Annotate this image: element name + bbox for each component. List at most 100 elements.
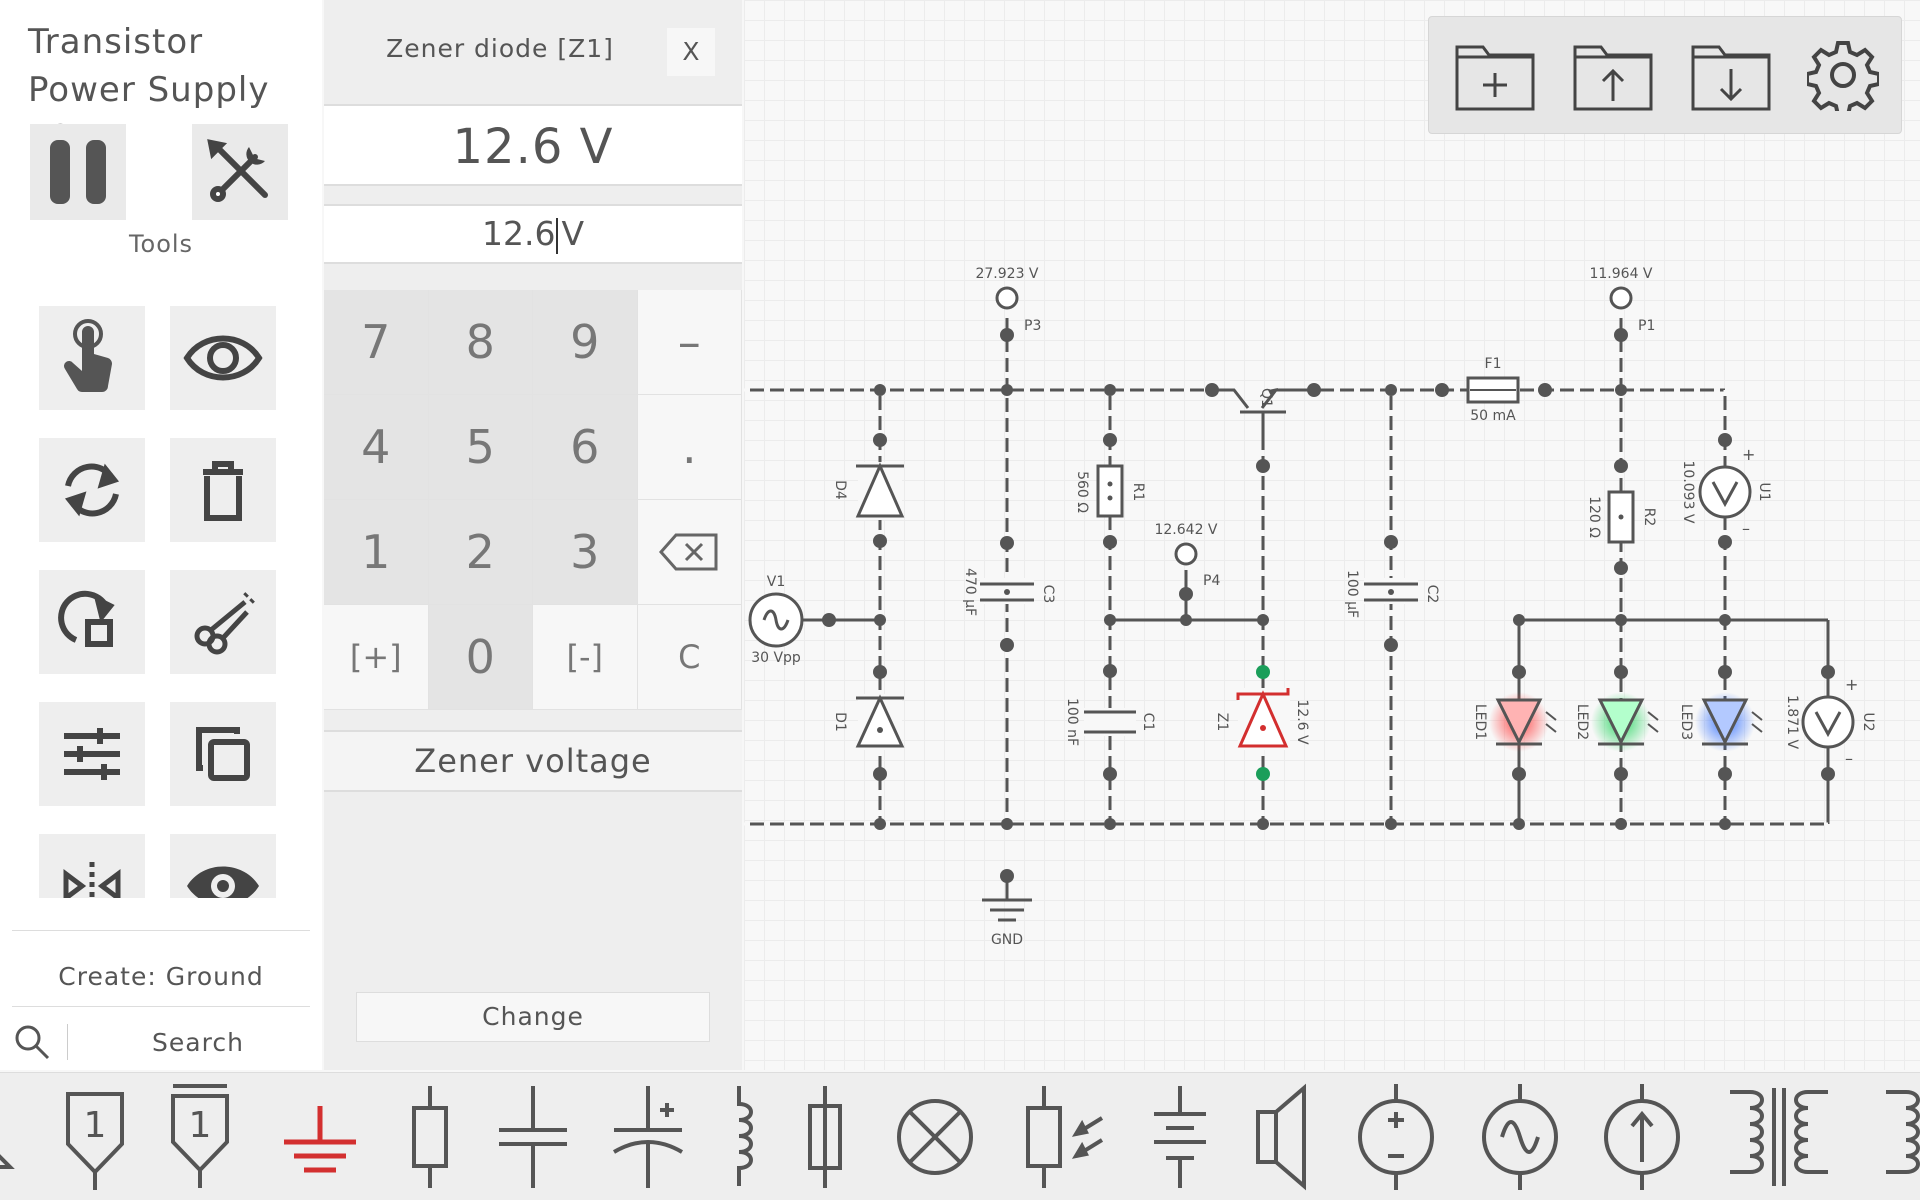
key-increase[interactable]: [+] [324,605,429,710]
component-probe[interactable]: 1 [60,1073,130,1200]
component-battery[interactable] [1150,1073,1210,1200]
voltage-source-v1[interactable]: V1 30 Vpp [748,574,804,666]
sliders-icon [64,728,120,780]
component-photoresistor[interactable] [1020,1073,1110,1200]
download-file-button[interactable] [1687,35,1775,115]
component-speaker[interactable] [1252,1073,1312,1200]
settings-button[interactable] [1799,35,1887,115]
component-dc-source[interactable] [1356,1073,1436,1200]
component-transformer[interactable] [1724,1073,1834,1200]
zener-diode-z1[interactable]: Z1 12.6 V [1214,665,1310,781]
component-electrolytic-capacitor[interactable] [610,1073,686,1200]
key-decrease[interactable]: [-] [533,605,638,710]
led-led1[interactable]: LED1 [1472,692,1557,752]
ground-gnd[interactable]: GND [982,898,1032,948]
key-4[interactable]: 4 [324,395,429,500]
svg-text:100 nF: 100 nF [1064,698,1080,746]
component-capacitor[interactable] [495,1073,571,1200]
component-ac-source[interactable] [1480,1073,1560,1200]
pause-button[interactable] [30,124,126,220]
upload-file-button[interactable] [1569,35,1657,115]
tools-button[interactable] [192,124,288,220]
component-labeled-probe[interactable]: 1 [165,1073,235,1200]
svg-text:+: + [1845,675,1858,694]
svg-text:LED2: LED2 [1574,704,1590,740]
component-resistor[interactable] [400,1073,460,1200]
svg-text:Z1: Z1 [1214,713,1230,732]
key-8[interactable]: 8 [428,290,533,395]
diode-d4[interactable]: D4 [832,462,905,520]
key-1[interactable]: 1 [324,500,429,605]
key-2[interactable]: 2 [428,500,533,605]
cut-tool[interactable] [170,570,276,674]
probe-p3[interactable]: 27.923 V P3 [975,266,1041,334]
select-tool[interactable] [39,306,145,410]
svg-text:470 µF: 470 µF [962,568,978,616]
delete-tool[interactable] [170,438,276,542]
close-button[interactable]: X [667,28,715,76]
search-icon[interactable] [12,1022,52,1062]
key-7[interactable]: 7 [324,290,429,395]
mirror-tool[interactable] [39,834,145,898]
resistor-r1[interactable]: 560 Ω R1 [1074,464,1146,518]
change-button[interactable]: Change [356,992,710,1042]
key-5[interactable]: 5 [428,395,533,500]
diode-d1[interactable]: D1 [832,694,905,750]
reset-tool[interactable] [39,570,145,674]
voltmeter-u1[interactable]: + – 10.093 V U1 [1680,445,1772,538]
svg-text:1: 1 [189,1105,212,1146]
new-file-button[interactable] [1451,35,1539,115]
key-minus[interactable]: – [637,290,742,395]
electrolytic-capacitor-icon [612,1086,684,1188]
ground-icon [284,1106,356,1173]
component-current-source[interactable] [1602,1073,1682,1200]
value-input-text: 12.6 [481,214,556,253]
svg-text:560 Ω: 560 Ω [1074,471,1090,513]
probe-p1[interactable]: 11.964 V P1 [1589,266,1655,334]
transistor-q1[interactable]: Q1 [1214,388,1314,440]
backspace-key[interactable] [637,500,742,605]
capacitor-icon [499,1086,567,1188]
view-tool[interactable] [170,306,276,410]
circuit-canvas[interactable]: 27.923 V P3 11.964 V P1 12.642 V P4 V1 3… [744,0,1920,1070]
resistor-r2[interactable]: 120 Ω R2 [1586,490,1657,544]
svg-text:12.642 V: 12.642 V [1154,522,1217,538]
component-lamp[interactable] [893,1073,977,1200]
copy-tool[interactable] [170,702,276,806]
key-3[interactable]: 3 [533,500,638,605]
key-0[interactable]: 0 [428,605,533,710]
component-ground[interactable] [280,1073,360,1200]
led-led3[interactable]: LED3 [1678,692,1763,752]
value-display: 12.6 V [324,104,742,186]
sidebar: Transistor Power Supply 12V Tools [0,0,322,1070]
key-9[interactable]: 9 [533,290,638,395]
fuse-f1[interactable]: F1 50 mA [1466,356,1520,424]
svg-text:U1: U1 [1756,482,1772,501]
component-transformer-partial[interactable] [1880,1073,1920,1200]
led-led2[interactable]: LED2 [1574,692,1659,752]
capacitor-c2[interactable]: 100 µF C2 [1344,570,1440,618]
component-inductor[interactable] [725,1073,765,1200]
key-6[interactable]: 6 [533,395,638,500]
svg-text:11.964 V: 11.964 V [1589,266,1652,282]
svg-text:+: + [1742,445,1755,464]
pause-icon [50,140,106,204]
rotate-tool[interactable] [39,438,145,542]
capacitor-c1[interactable]: 100 nF C1 [1064,698,1156,746]
capacitor-c3[interactable]: 470 µF C3 [962,568,1056,616]
key-decimal[interactable]: . [637,395,742,500]
visibility-tool[interactable] [170,834,276,898]
component-fuse[interactable] [800,1073,850,1200]
adjust-tool[interactable] [39,702,145,806]
search-input[interactable] [80,1022,316,1062]
transformer-icon [1730,1088,1828,1186]
key-clear[interactable]: C [637,605,742,710]
voltmeter-u2[interactable]: + – 1.871 V U2 [1784,675,1876,768]
svg-text:GND: GND [991,932,1023,948]
component-triangle-partial[interactable] [0,1073,20,1200]
battery-icon [1154,1086,1206,1188]
schematic[interactable]: 27.923 V P3 11.964 V P1 12.642 V P4 V1 3… [744,0,1920,1070]
probe-p4[interactable]: 12.642 V P4 [1154,522,1220,589]
